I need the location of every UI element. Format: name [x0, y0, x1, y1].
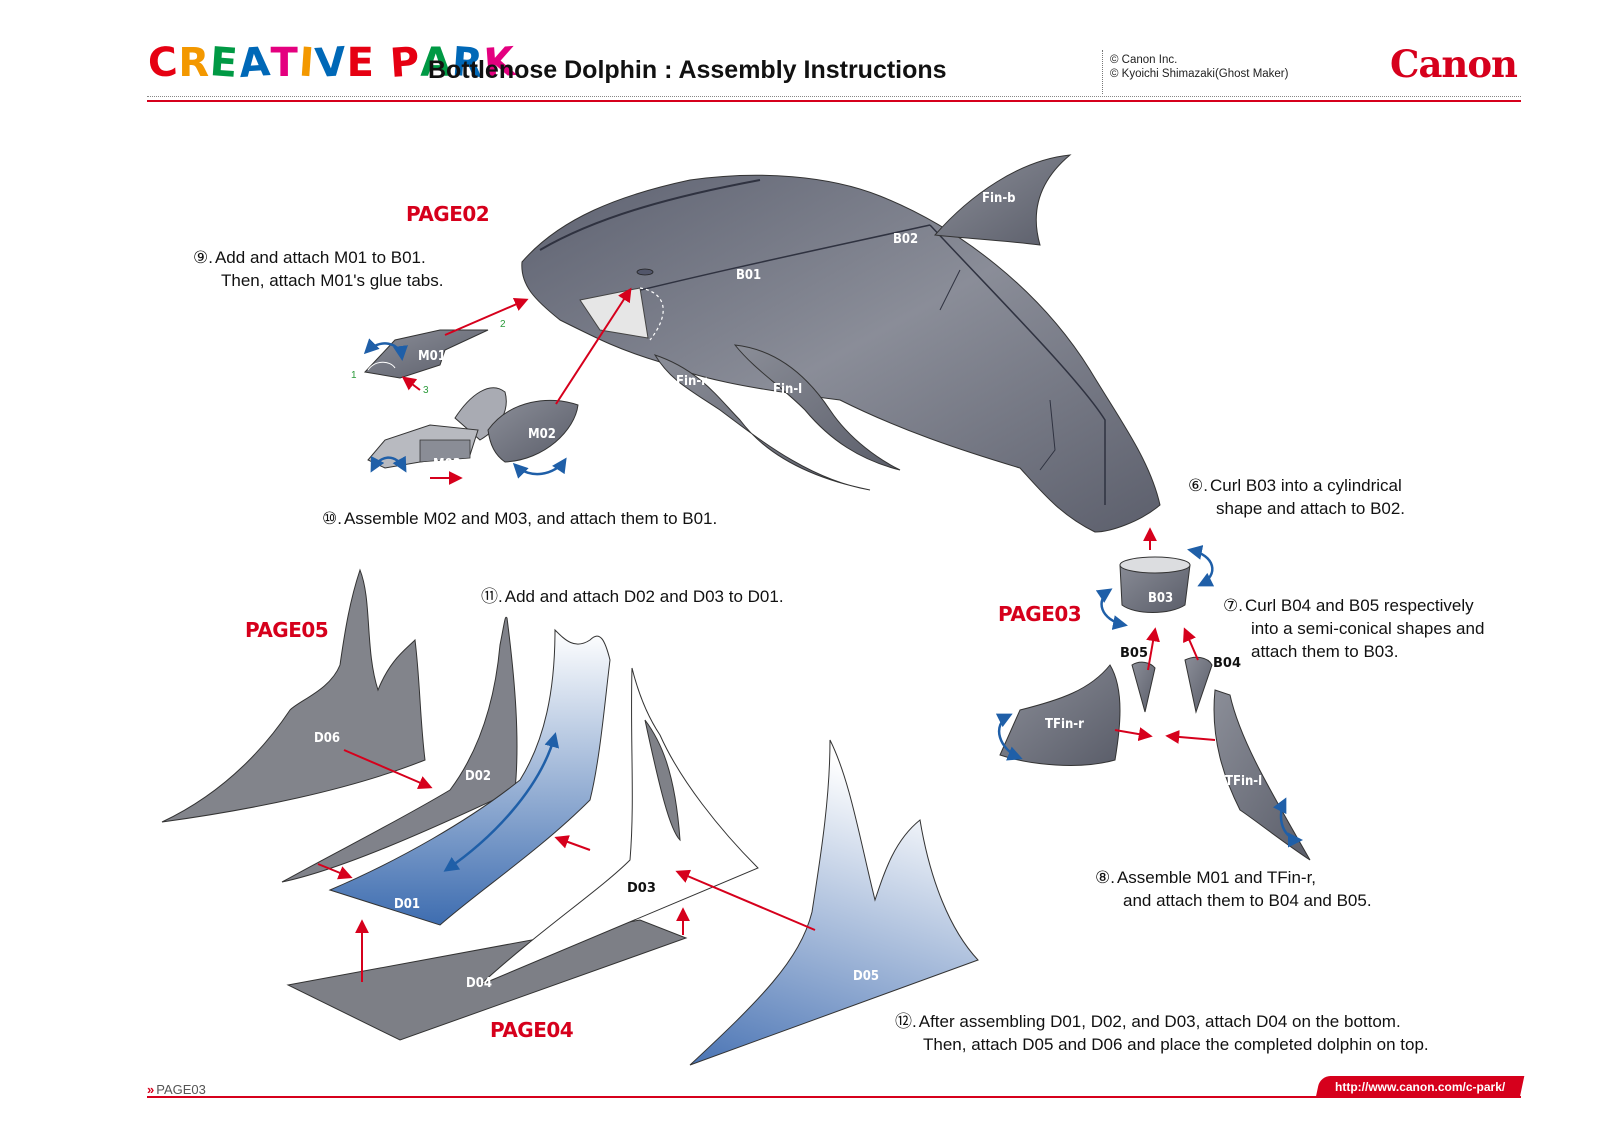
step-7-line1: Curl B04 and B05 respectively [1244, 596, 1474, 615]
label-tfin-r: TFin-r [1045, 717, 1084, 732]
step-8: ⑧.Assemble M01 and TFin-r, and attach th… [1095, 866, 1372, 912]
label-b03: B03 [1148, 591, 1173, 606]
logo-letter: T [270, 40, 299, 86]
label-tab-1: 1 [351, 370, 357, 381]
label-d03: D03 [627, 881, 656, 896]
step-9: ⑨.Add and attach M01 to B01. Then, attac… [193, 246, 444, 292]
dolphin-body [521, 154, 1161, 533]
step-6-line1: Curl B03 into a cylindrical [1209, 476, 1402, 495]
canon-logo: Canon [1390, 42, 1518, 86]
label-b04: B04 [1213, 656, 1241, 671]
step-11: ⑪.Add and attach D02 and D03 to D01. [481, 585, 784, 608]
step-8-number: ⑧. [1095, 868, 1115, 887]
footer-page-label: PAGE03 [156, 1082, 206, 1097]
page03-ref: PAGE03 [998, 602, 1082, 626]
step-8-line2: and attach them to B04 and B05. [1123, 891, 1372, 910]
step-9-line2: Then, attach M01's glue tabs. [221, 271, 444, 290]
label-d02: D02 [465, 769, 491, 784]
label-d05: D05 [853, 969, 879, 984]
step-7-line3: attach them to B03. [1251, 642, 1399, 661]
label-b01: B01 [736, 268, 761, 283]
label-d01: D01 [394, 897, 420, 912]
footer-page-indicator: »PAGE03 [147, 1082, 206, 1097]
fin-r-part [653, 354, 871, 491]
step-7-line2: into a semi-conical shapes and [1251, 619, 1485, 638]
step-6-line2: shape and attach to B02. [1216, 499, 1406, 518]
logo-letter: E [346, 40, 375, 86]
step-9-line1: Add and attach M01 to B01. [214, 248, 426, 267]
label-tab-3: 3 [423, 385, 429, 396]
label-fin-r: Fin-r [676, 374, 707, 389]
label-d06: D06 [314, 731, 340, 746]
label-b02: B02 [893, 232, 918, 247]
footer-rule [147, 1096, 1521, 1098]
label-tfin-l: TFin-l [1225, 774, 1262, 789]
header-divider [1102, 50, 1104, 94]
step-12-line2: Then, attach D05 and D06 and place the c… [923, 1035, 1429, 1054]
step-10: ⑩.Assemble M02 and M03, and attach them … [322, 507, 717, 530]
step-10-number: ⑩. [322, 509, 342, 528]
step-8-line1: Assemble M01 and TFin-r, [1116, 868, 1317, 887]
fin-b-part [933, 154, 1072, 246]
part-labels: Fin-b B02 B01 Fin-r Fin-l M01 M02 M03 B0… [314, 191, 1262, 991]
copyright-canon: © Canon Inc. [1110, 54, 1178, 66]
tail-parts [999, 556, 1311, 861]
label-d04: D04 [466, 976, 492, 991]
label-m01: M01 [418, 349, 446, 364]
label-m03: M03 [433, 457, 461, 472]
step-11-number: ⑪. [481, 587, 503, 606]
page04-ref: PAGE04 [490, 1018, 574, 1042]
label-fin-l: Fin-l [773, 382, 802, 397]
footer-arrow-icon: » [147, 1082, 155, 1097]
header-rule [147, 100, 1521, 102]
header-dotted-rule [147, 96, 1521, 97]
page-title: Bottlenose Dolphin : Assembly Instructio… [428, 56, 947, 84]
step-9-number: ⑨. [193, 248, 213, 267]
blue-arrows [363, 338, 1303, 872]
footer-url-link[interactable]: http://www.canon.com/c-park/ [1315, 1076, 1525, 1098]
logo-letter: R [178, 40, 211, 86]
copyright: © Canon Inc. © Kyoichi Shimazaki(Ghost M… [1110, 53, 1288, 81]
step-12-number: ⑫. [895, 1012, 917, 1031]
fin-l-part [733, 344, 901, 471]
step-7-number: ⑦. [1223, 596, 1243, 615]
page02-ref: PAGE02 [406, 202, 490, 226]
footer-url-text[interactable]: http://www.canon.com/c-park/ [1334, 1080, 1506, 1094]
label-fin-b: Fin-b [982, 191, 1016, 206]
label-m02: M02 [528, 427, 556, 442]
page05-ref: PAGE05 [245, 618, 329, 642]
step-12-line1: After assembling D01, D02, and D03, atta… [918, 1012, 1401, 1031]
step-11-line1: Add and attach D02 and D03 to D01. [504, 587, 784, 606]
step-12: ⑫.After assembling D01, D02, and D03, at… [895, 1010, 1429, 1056]
label-tab-2: 2 [500, 319, 506, 330]
red-arrows [317, 287, 1216, 982]
step-10-line1: Assemble M02 and M03, and attach them to… [343, 509, 718, 528]
step-6-number: ⑥. [1188, 476, 1208, 495]
label-b05: B05 [1120, 646, 1148, 661]
stand-parts [161, 568, 979, 1066]
step-6: ⑥.Curl B03 into a cylindrical shape and … [1188, 474, 1405, 520]
copyright-author: © Kyoichi Shimazaki(Ghost Maker) [1110, 68, 1289, 80]
step-7: ⑦.Curl B04 and B05 respectively into a s… [1223, 594, 1484, 663]
creative-park-logo: CREATIVE PARK [146, 39, 517, 87]
logo-letter: A [420, 40, 453, 86]
